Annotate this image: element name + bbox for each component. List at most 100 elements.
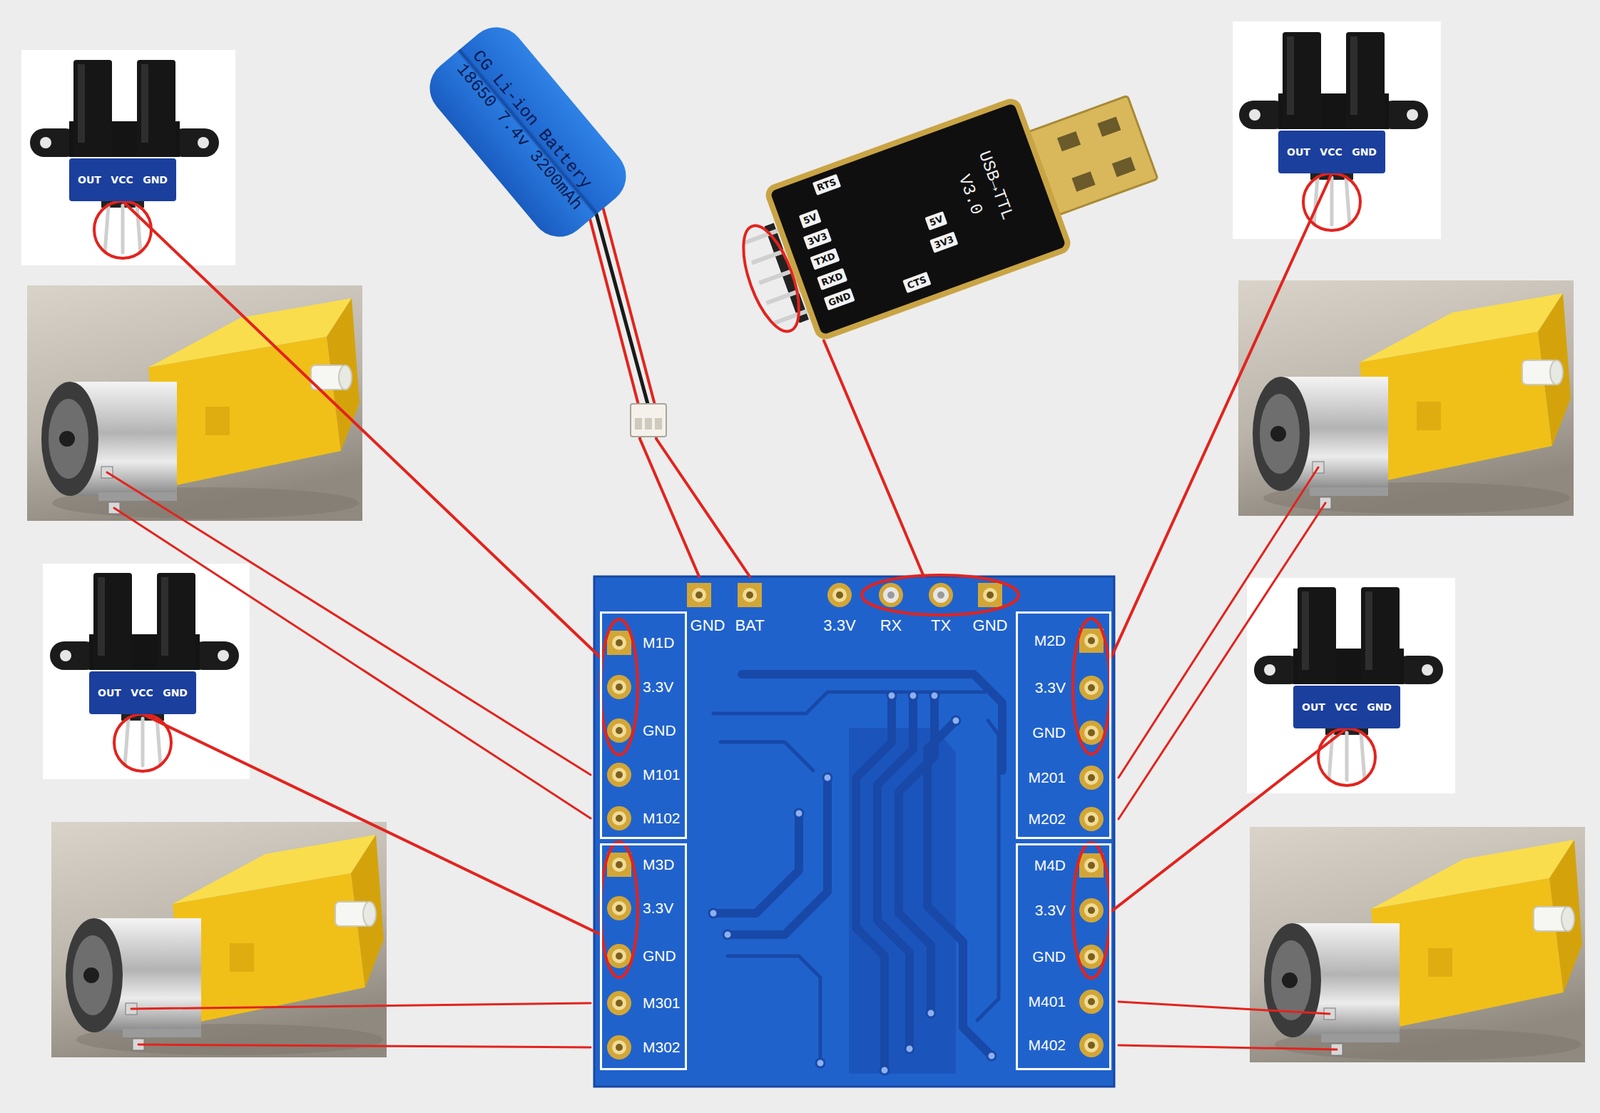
pin-label: BAT [734,616,764,635]
motor-wire [131,1002,591,1009]
pcb-via [880,1065,889,1075]
pcb-trace [713,674,1003,1070]
pcb-trace [927,720,992,1056]
connector-line [823,340,924,577]
pin-label: M2D [1034,631,1066,650]
pin-label: GND [642,721,677,740]
pin-label: TXD [809,248,840,271]
solder-pads [607,943,632,968]
pcb-trace [727,955,821,1063]
solder-pads [607,674,632,700]
connector-line [122,201,600,657]
motor-wire [1118,1045,1337,1050]
pin-label: GND [1032,723,1066,742]
pin-label: 3V3 [803,228,832,250]
pcb-via [709,691,996,1075]
solder-pads [1079,853,1104,878]
sensor-housings [1254,587,1444,786]
controller-board-art [594,574,1115,1087]
pin-label: VCC [1334,701,1357,713]
battery-marking: CG Li-ion Battery 18650 7.4v 3200mAh [451,46,605,217]
pcb-via [908,691,918,700]
connector-line [603,208,750,577]
solder-pads [607,630,632,655]
solder-pads [827,582,852,608]
sensor-photo-frames [1232,21,1441,239]
solder-pads [1079,675,1104,700]
gear-motors [1249,826,1586,1063]
module-marking: V3.0 [953,171,987,218]
pin-label: M402 [1027,1035,1066,1055]
pin-label: GND [690,616,726,635]
pin-label: M301 [642,993,681,1013]
pcb-trace [977,720,999,1021]
solder-pads [737,582,762,608]
pin-label: M302 [642,1037,681,1057]
solder-pads [607,990,632,1016]
pin-label: OUT [1286,146,1311,158]
pin-label: OUT [77,174,102,186]
connector-line [589,219,700,577]
pin-label: VCC [110,174,133,186]
pin-label: M201 [1027,768,1066,787]
pin-label: 3V3 [929,231,959,253]
solder-pads [607,582,1104,1060]
solder-pads [607,852,632,877]
pin-label: 3.3V [642,898,674,918]
gear-motors [27,285,363,521]
solder-pads [1079,898,1104,923]
pin-label: M3D [642,855,675,874]
sensor-housings [49,572,239,772]
solder-pads [1079,989,1104,1014]
pcb-via [816,1058,825,1068]
motor-wire [106,472,591,775]
pin-label: M202 [1027,809,1066,829]
connector-line [142,714,600,934]
solder-pads [607,1035,632,1060]
usb-plug-and-pins [1097,116,1121,137]
pin-label: GND [1351,146,1377,158]
pcb-trace [713,813,799,914]
battery-wire [596,213,648,404]
usb-plug-and-pins [1057,131,1081,152]
solder-pads [928,582,954,608]
sensor-photo-frames [21,49,236,266]
usb-plug-and-pins [773,308,809,326]
pin-label: TX [930,616,951,635]
sensor-housings [29,59,219,259]
motor-wire [1118,1001,1330,1014]
pin-label: RTS [812,174,842,196]
pin-label: RX [880,616,903,635]
sensor-module: OUTVCCGND [1293,685,1401,729]
solder-pads [977,582,1003,608]
highlight-ring [600,619,638,755]
pin-header: M1D3.3VGNDM101M102 [599,611,687,839]
sensor-photo-frames [1246,577,1456,794]
battery-connector [644,418,652,430]
sensor-module: OUTVCCGND [89,671,197,715]
sensor-photo-frames [42,563,250,779]
motor-wire [114,507,591,819]
pcb-trace [713,691,999,1063]
connector-line [1111,173,1332,657]
pcb-via [709,908,718,918]
solder-pads [1079,720,1104,745]
pcb-trace [713,691,985,714]
sensor-module: OUT VCC GND [1278,130,1386,174]
pin-header: M2D3.3VGNDM201M202 [1015,611,1112,839]
sensor-module: OUTVCCGND [69,158,177,202]
usb-plug-and-pins [1112,156,1136,177]
usb-plug-and-pins [765,288,801,306]
pin-label: 3.3V [823,616,856,635]
connectors [122,173,1347,934]
pin-label: OUT [1301,701,1326,713]
connector-line [1111,728,1347,911]
pcb-trace [720,741,814,771]
pin-label: VCC [130,686,153,699]
solder-pads [607,718,632,743]
pin-label: VCC [1319,146,1342,158]
highlight-ring [861,574,1019,615]
solder-pads [607,895,632,921]
pcb-via [930,691,939,700]
battery-connector [630,403,667,437]
